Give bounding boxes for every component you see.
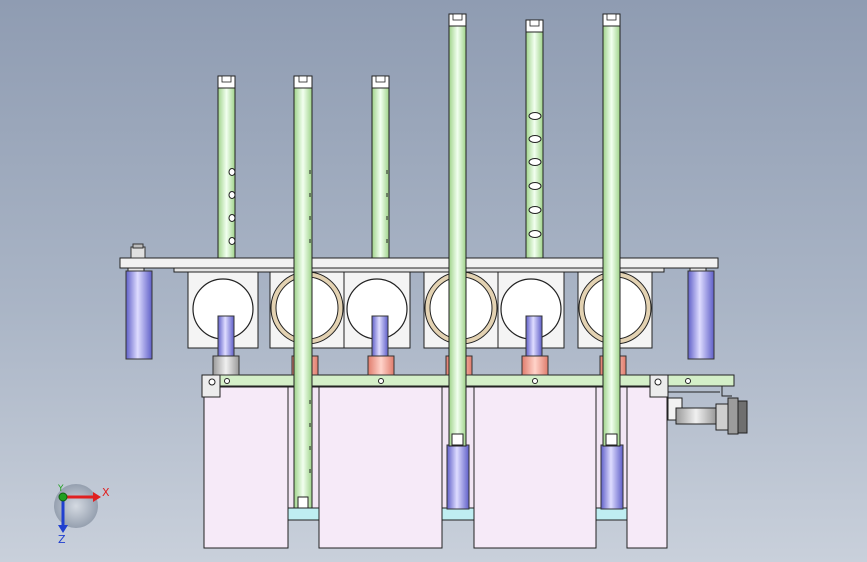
pipe-6 [602,13,621,447]
lower-housing [203,386,668,549]
orientation-triad [54,484,101,533]
triad-z-label: Z [58,533,66,546]
housing-block-4 [626,386,668,549]
pipe-1 [217,75,236,259]
top-plate [119,257,719,273]
tray-1 [287,507,320,521]
triad-x-arrow [93,492,101,502]
housing-block-1 [203,386,289,549]
right-post [687,270,715,360]
tray-2 [441,507,475,521]
triad-y-label: Y [58,484,64,494]
triad-z-arrow [58,525,68,533]
triad-y-axis [58,492,68,502]
tray-3 [595,507,628,521]
side-actuator [667,385,748,435]
housing-block-2 [318,386,443,549]
side-posts [125,243,715,360]
housing-block-3 [473,386,597,549]
left-post [125,270,153,360]
pipe-3 [371,75,390,259]
pipe-4 [448,13,467,447]
pipe-slots [228,112,542,473]
round-ports [192,278,562,340]
triad-x-label: X [102,486,110,499]
pipe-2 [293,75,313,509]
